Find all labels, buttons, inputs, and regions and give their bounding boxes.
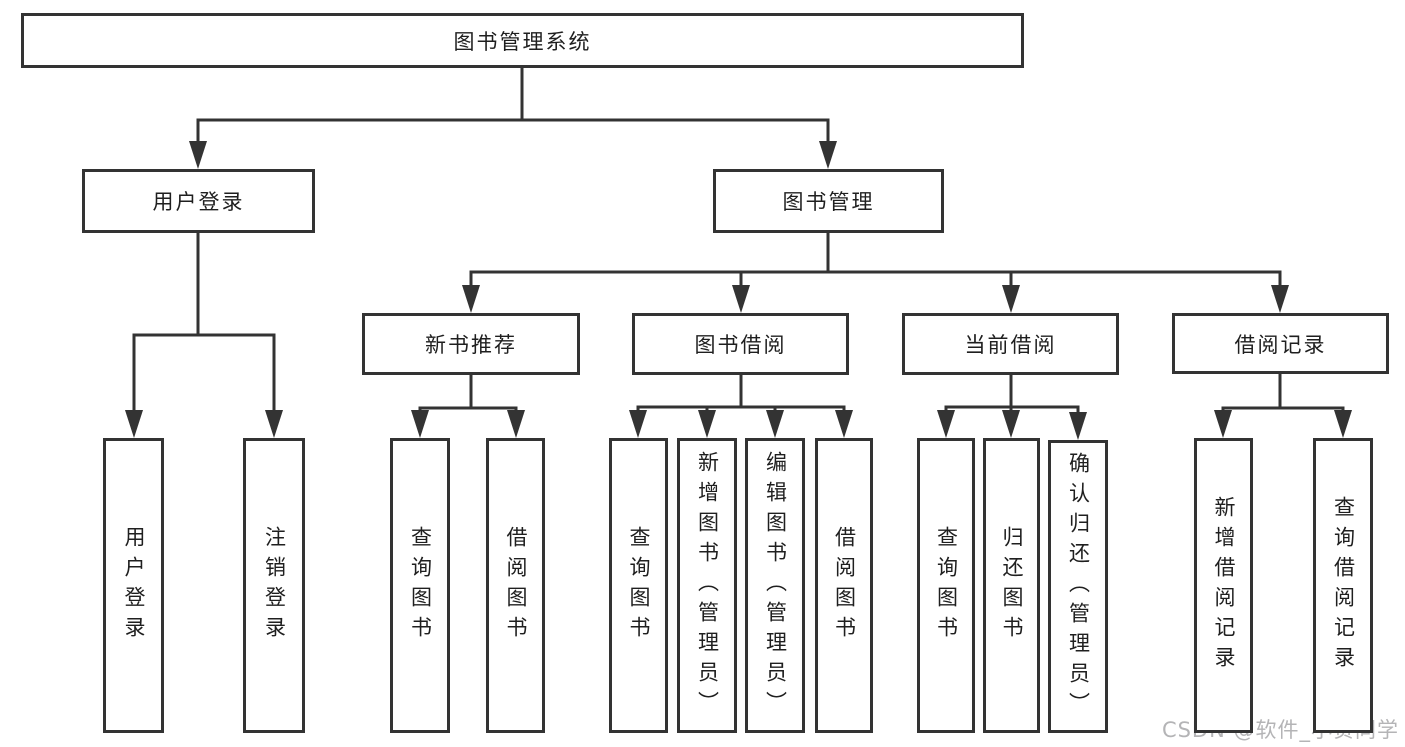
node-leaf-return-book: 归还图书 [983, 438, 1040, 733]
node-label: 编辑图书（管理员） [763, 450, 788, 721]
node-label: 注销登录 [262, 525, 287, 646]
node-new-book-rec: 新书推荐 [362, 313, 580, 375]
node-current-borrow: 当前借阅 [902, 313, 1119, 375]
node-user-login: 用户登录 [82, 169, 315, 233]
node-label: 新书推荐 [425, 333, 517, 357]
node-leaf-query-borrow-record: 查询借阅记录 [1313, 438, 1373, 733]
arrowhead-down-icon [1002, 285, 1020, 313]
node-borrow-records: 借阅记录 [1172, 313, 1389, 374]
arrowhead-down-icon [265, 410, 283, 438]
node-book-mgmt: 图书管理 [713, 169, 944, 233]
node-label: 查询借阅记录 [1331, 495, 1356, 676]
arrowhead-down-icon [835, 410, 853, 438]
node-leaf-query-book-cur: 查询图书 [917, 438, 975, 733]
node-leaf-confirm-return: 确认归还（管理员） [1048, 440, 1108, 733]
arrowhead-down-icon [629, 410, 647, 438]
node-label: 查询图书 [408, 525, 433, 646]
node-label: 新增图书（管理员） [695, 450, 720, 721]
arrowhead-down-icon [819, 141, 837, 169]
node-label: 图书管理系统 [453, 29, 592, 54]
node-label: 归还图书 [1000, 525, 1024, 646]
node-leaf-query-book: 查询图书 [609, 438, 668, 733]
node-label: 当前借阅 [964, 333, 1057, 357]
node-label: 图书管理 [782, 190, 875, 214]
arrowhead-down-icon [189, 141, 207, 169]
arrowhead-down-icon [937, 410, 955, 438]
node-label: 用户登录 [152, 190, 245, 214]
node-label: 新增借阅记录 [1212, 495, 1236, 676]
arrowhead-down-icon [1214, 410, 1232, 438]
node-leaf-user-login: 用户登录 [103, 438, 164, 733]
node-leaf-borrow-book-rec: 借阅图书 [486, 438, 545, 733]
arrowhead-down-icon [1334, 410, 1352, 438]
node-root: 图书管理系统 [21, 13, 1024, 68]
node-label: 用户登录 [122, 525, 146, 646]
arrowhead-down-icon [1271, 285, 1289, 313]
node-leaf-add-book: 新增图书（管理员） [677, 438, 737, 733]
arrowhead-down-icon [507, 410, 525, 438]
node-label: 查询图书 [627, 525, 651, 646]
node-label: 确认归还（管理员） [1066, 451, 1091, 722]
node-label: 借阅图书 [504, 525, 528, 646]
arrowhead-down-icon [732, 285, 750, 313]
arrowhead-down-icon [698, 410, 716, 438]
arrowhead-down-icon [462, 285, 480, 313]
arrowhead-down-icon [411, 410, 429, 438]
arrowhead-down-icon [1002, 410, 1020, 438]
node-label: 借阅记录 [1234, 332, 1327, 357]
arrowhead-down-icon [125, 410, 143, 438]
node-leaf-borrow-book: 借阅图书 [815, 438, 873, 733]
node-leaf-edit-book: 编辑图书（管理员） [745, 438, 805, 733]
node-label: 图书借阅 [694, 333, 787, 357]
arrowhead-down-icon [1069, 412, 1087, 440]
node-label: 借阅图书 [832, 525, 857, 646]
node-book-borrow: 图书借阅 [632, 313, 849, 375]
node-label: 查询图书 [934, 525, 959, 646]
node-leaf-query-book-rec: 查询图书 [390, 438, 450, 733]
node-leaf-logout: 注销登录 [243, 438, 305, 733]
arrowhead-down-icon [766, 410, 784, 438]
node-leaf-add-borrow-record: 新增借阅记录 [1194, 438, 1253, 733]
